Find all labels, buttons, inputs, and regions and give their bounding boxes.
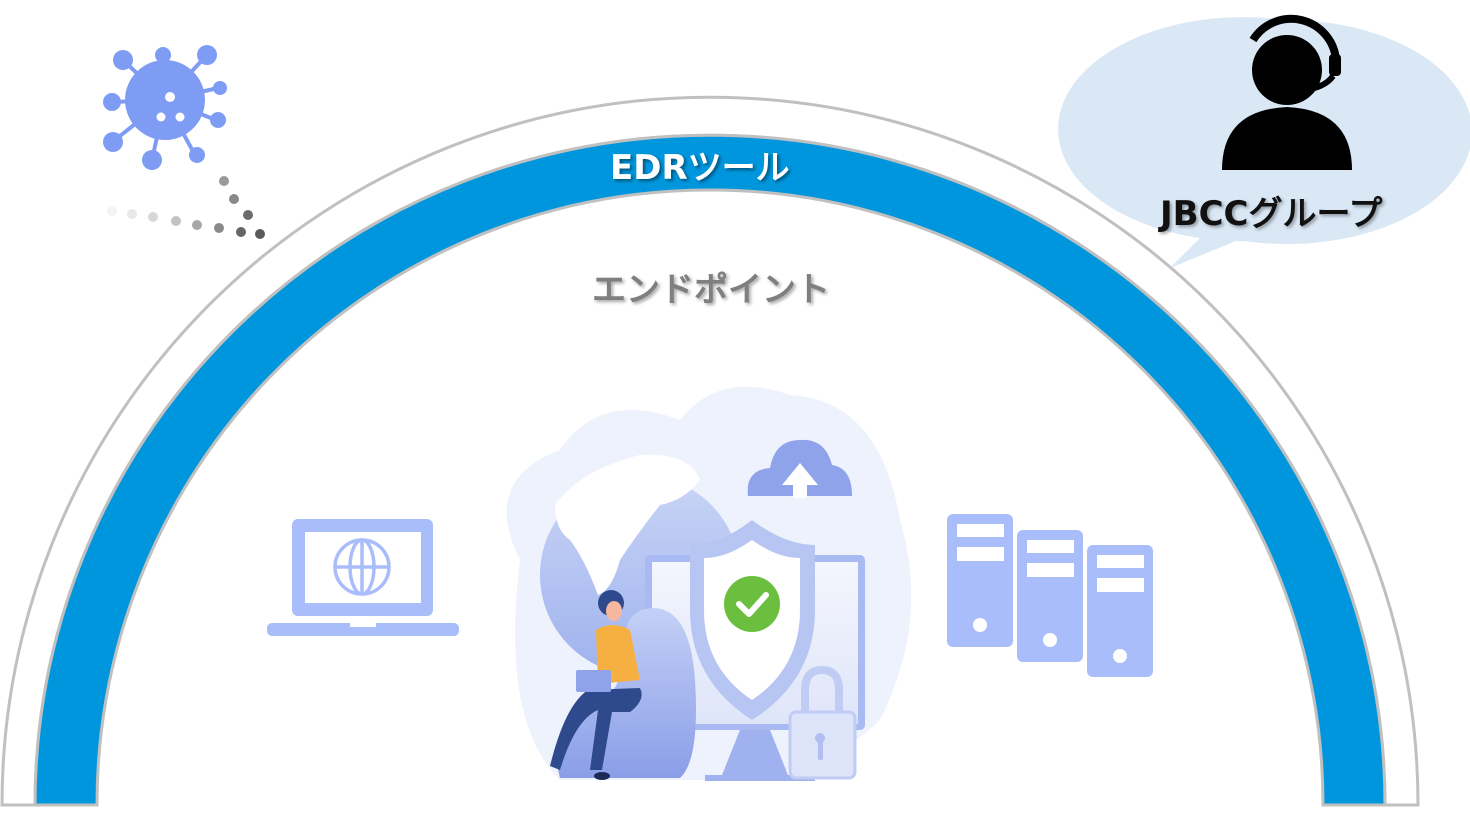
threat-trail-dots — [107, 176, 265, 239]
jbcc-group-label: JBCCグループ — [1160, 194, 1383, 234]
person-with-laptop — [550, 590, 642, 780]
edr-tool-label: EDRツール — [610, 148, 790, 188]
cloud-upload-icon — [747, 439, 852, 498]
shield-icon — [690, 520, 815, 720]
endpoint-label: エンドポイント — [592, 270, 830, 310]
support-operator-headset-icon — [1222, 14, 1352, 170]
edr-band — [33, 133, 1387, 807]
padlock-icon — [788, 665, 857, 780]
